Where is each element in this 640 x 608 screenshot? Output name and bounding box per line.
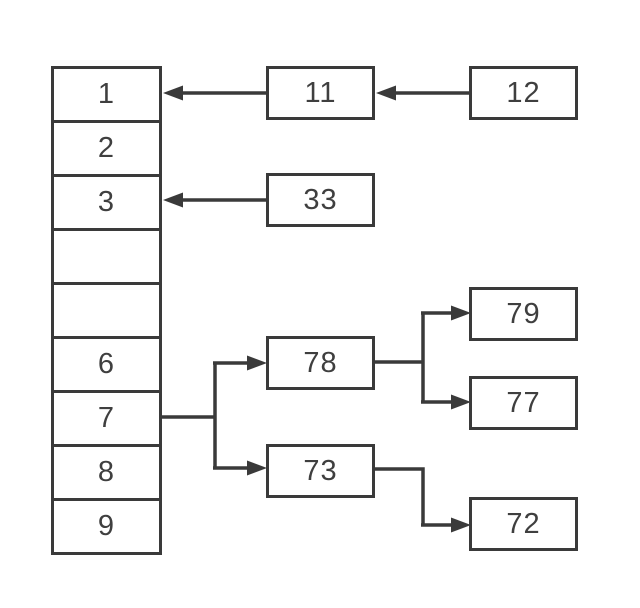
array-cell-6: 6 bbox=[51, 336, 162, 393]
arrowhead-into-72 bbox=[451, 517, 471, 533]
edge-line-73-to-72 bbox=[375, 467, 452, 527]
edge-line-cell7-branch bbox=[162, 361, 250, 470]
arrowhead-into-79 bbox=[451, 305, 471, 321]
array-cell-8: 8 bbox=[51, 444, 162, 501]
array-cell-2: 2 bbox=[51, 120, 162, 177]
node-73: 73 bbox=[266, 444, 375, 498]
arrowhead-into-cell1 bbox=[163, 85, 183, 101]
node-12: 12 bbox=[469, 66, 578, 120]
node-33: 33 bbox=[266, 173, 375, 227]
array-cell-1: 1 bbox=[51, 66, 162, 123]
array-cell-7: 7 bbox=[51, 390, 162, 447]
node-79: 79 bbox=[469, 287, 578, 341]
arrowhead-into-78 bbox=[247, 355, 267, 371]
node-11: 11 bbox=[266, 66, 375, 120]
node-77: 77 bbox=[469, 376, 578, 430]
arrowhead-into-11 bbox=[376, 85, 396, 101]
node-78: 78 bbox=[266, 336, 375, 390]
arrowhead-into-77 bbox=[451, 394, 471, 410]
array-cell-4-empty bbox=[51, 228, 162, 285]
node-72: 72 bbox=[469, 497, 578, 551]
arrowhead-into-73 bbox=[247, 460, 267, 476]
array-cell-9: 9 bbox=[51, 498, 162, 555]
array-cell-5-empty bbox=[51, 282, 162, 339]
array-cell-3: 3 bbox=[51, 174, 162, 231]
arrowhead-into-cell3 bbox=[163, 192, 183, 208]
edge-line-78-branch bbox=[375, 311, 452, 404]
